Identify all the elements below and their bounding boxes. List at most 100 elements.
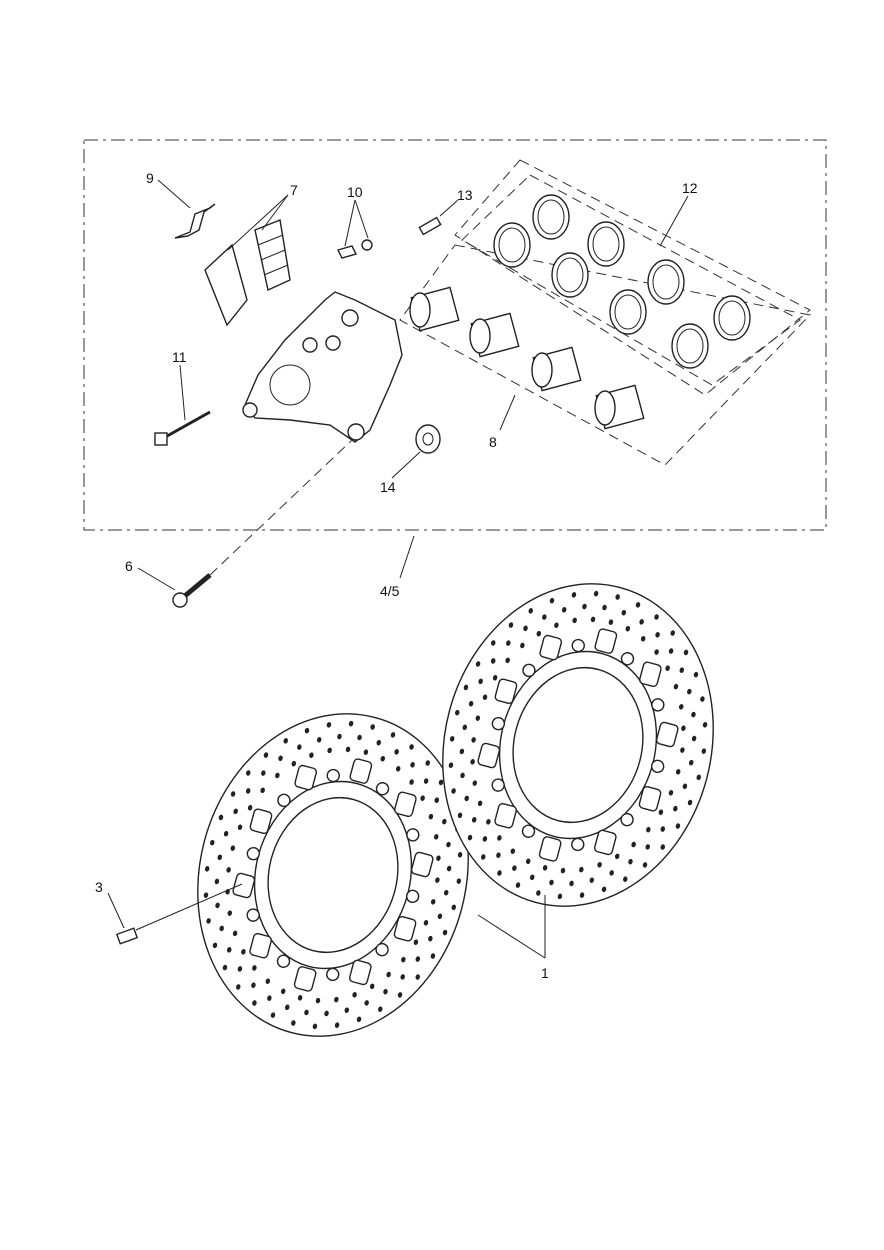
disc-drill-hole (640, 636, 646, 642)
disc-drill-hole (678, 704, 684, 710)
disc-drill-hole (468, 700, 474, 707)
disc-slot (639, 661, 662, 688)
disc-drill-hole (510, 848, 516, 854)
disc-drill-hole (571, 592, 577, 598)
disc-drill-hole (467, 834, 473, 841)
disc-drill-hole (597, 862, 602, 868)
disc-rivet (650, 759, 665, 774)
disc-drill-hole (457, 812, 463, 819)
disc-drill-hole (497, 870, 502, 876)
disc-drill-hole (482, 836, 488, 842)
disc-drill-hole (542, 865, 548, 871)
disc-drill-hole (401, 956, 406, 963)
piston-seals (493, 194, 751, 369)
disc-drill-hole (700, 696, 705, 702)
disc-drill-hole (680, 747, 685, 753)
disc-drill-hole (688, 759, 694, 766)
disc-drill-hole (233, 808, 238, 815)
disc-slot (494, 802, 517, 829)
disc-drill-hole (433, 834, 439, 840)
disc-drill-hole (348, 720, 354, 727)
disc-drill-hole (415, 974, 420, 980)
disc-drill-hole (520, 642, 525, 649)
disc-slot (594, 628, 618, 654)
disc-drill-hole (370, 724, 375, 730)
disc-drill-hole (601, 886, 607, 893)
disc-drill-hole (334, 996, 339, 1003)
disc-drill-hole (390, 732, 396, 738)
disc-drill-hole (457, 852, 463, 858)
disc-drill-hole (628, 858, 633, 865)
disc-drill-hole (423, 920, 429, 926)
disc-drill-hole (209, 839, 215, 846)
callout-13: 13 (457, 187, 473, 203)
disc-drill-hole (376, 739, 382, 746)
disc-drill-hole (536, 630, 542, 637)
disc-drill-hole (621, 609, 627, 616)
disc-slot (394, 791, 417, 818)
disc-drill-hole (478, 678, 483, 685)
disc-drill-hole (471, 817, 477, 823)
disc-slot (349, 758, 373, 784)
disc-drill-hole (400, 974, 405, 980)
disc-drill-hole (297, 995, 303, 1001)
disc-slot (232, 872, 256, 899)
disc-drill-hole (443, 889, 449, 896)
disc-drill-hole (608, 619, 614, 625)
disc-drill-hole (226, 867, 231, 873)
disc-drill-hole (658, 809, 664, 815)
disc-rivet (571, 638, 585, 653)
disc-drill-hole (582, 603, 587, 610)
disc-drill-hole (693, 671, 699, 678)
disc-drill-hole (237, 966, 243, 972)
disc-drill-hole (654, 614, 659, 620)
disc-slot (393, 915, 417, 942)
bleed-cap (361, 239, 373, 251)
disc-drill-hole (645, 844, 650, 850)
disc-drill-hole (481, 854, 486, 860)
disc-drill-hole (602, 604, 607, 611)
disc-drill-hole (409, 779, 414, 785)
disc-drill-hole (237, 824, 243, 830)
disc-drill-hole (260, 787, 265, 794)
disc-drill-hole (557, 893, 563, 900)
disc-drill-hole (529, 874, 535, 881)
disc-drill-hole (304, 1009, 309, 1016)
disc-rivet (326, 967, 340, 982)
disc-drill-hole (212, 942, 218, 949)
disc-drill-hole (219, 925, 224, 932)
disc-drill-hole (525, 858, 531, 865)
disc-drill-hole (413, 939, 419, 945)
disc-drill-hole (454, 709, 460, 716)
disc-drill-hole (247, 805, 253, 811)
leader-lines (107, 179, 689, 959)
disc-drill-hole (528, 608, 534, 614)
disc-rivet (651, 698, 665, 712)
disc-drill-hole (512, 865, 517, 871)
disc-drill-hole (490, 658, 496, 664)
callout-10: 10 (347, 184, 363, 200)
disc-hub-opening (267, 796, 399, 954)
disc-drill-hole (622, 876, 628, 882)
disc-drill-hole (217, 854, 223, 861)
disc-drill-hole (267, 995, 272, 1001)
disc-drill-hole (497, 835, 502, 841)
disc-rivet (405, 889, 420, 904)
disc-drill-hole (590, 616, 596, 623)
callout-4-5: 4/5 (380, 583, 400, 599)
disc-drill-hole (397, 992, 403, 998)
disc-drill-hole (337, 733, 342, 740)
disc-drill-hole (227, 910, 233, 916)
disc-drill-hole (291, 760, 297, 767)
disc-drill-hole (670, 630, 675, 636)
disc-drill-hole (687, 799, 693, 806)
disc-rivet (491, 778, 505, 792)
disc-drill-hole (675, 769, 681, 775)
disc-drill-hole (668, 648, 674, 654)
disc-drill-hole (252, 1000, 257, 1006)
callout-12: 12 (682, 180, 698, 196)
disc-drill-hole (316, 737, 322, 743)
disc-drill-hole (635, 602, 641, 608)
disc-drill-hole (280, 988, 286, 995)
